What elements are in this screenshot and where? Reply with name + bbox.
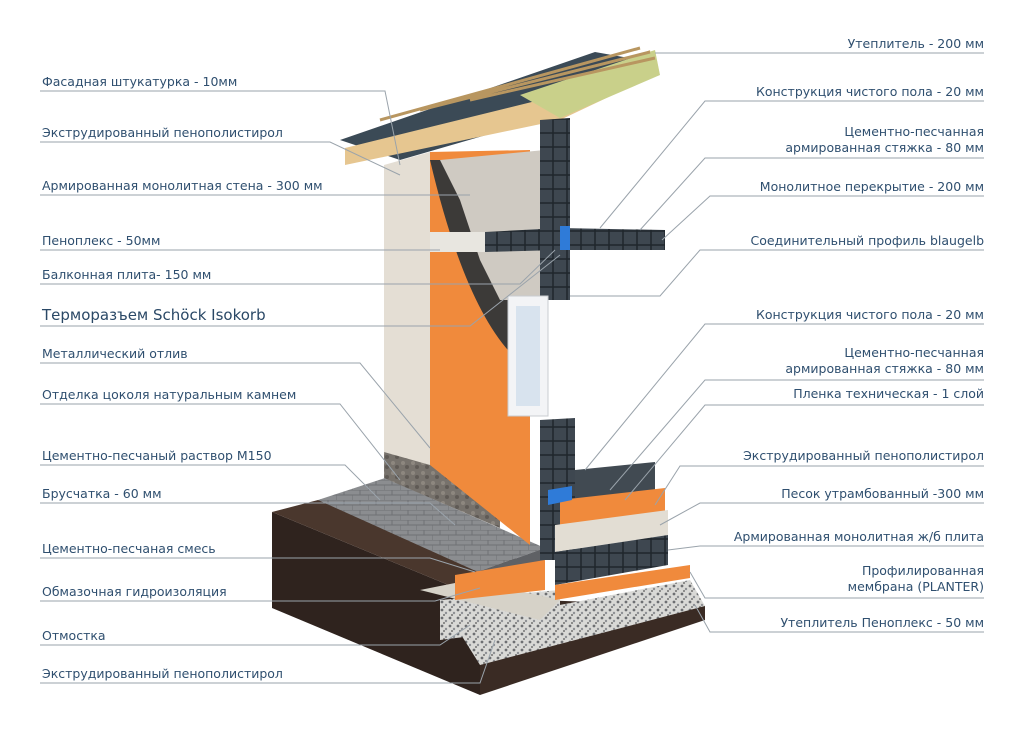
label-isokorb: Терморазъем Schöck Isokorb — [42, 306, 266, 324]
label-blind-area: Отмостка — [42, 628, 106, 643]
roof — [340, 46, 660, 165]
label-tech-film: Пленка техническая - 1 слой — [793, 386, 984, 401]
label-screed-upper: Цементно-песчанная армированная стяжка -… — [785, 124, 984, 155]
label-finish-floor-lower: Конструкция чистого пола - 20 мм — [755, 307, 984, 322]
concrete-wall — [440, 150, 545, 300]
label-finish-floor-upper: Конструкция чистого пола - 20 мм — [755, 84, 984, 99]
label-compacted-sand: Песок утрамбованный -300 мм — [781, 486, 984, 501]
label-xps-right: Экструдированный пенополистирол — [743, 448, 984, 463]
leader-lines — [40, 52, 984, 684]
label-penoplex-50: Утеплитель Пеноплекс - 50 мм — [780, 615, 984, 630]
label-paving: Брусчатка - 60 мм — [42, 486, 162, 501]
label-metal-flashing: Металлический отлив — [42, 346, 188, 361]
label-rc-slab: Армированная монолитная ж/б плита — [733, 529, 984, 544]
window — [507, 295, 549, 417]
floor-slab-upper — [430, 226, 665, 252]
label-insulation-200: Утеплитель - 200 мм — [847, 36, 984, 51]
label-mortar: Цементно-песчаный раствор М150 — [42, 448, 272, 463]
interior-column — [540, 118, 570, 300]
paving — [318, 478, 545, 600]
label-waterproofing: Обмазочная гидроизоляция — [42, 584, 227, 599]
label-monolithic-floor: Монолитное перекрытие - 200 мм — [759, 179, 984, 194]
label-xps-lower: Экструдированный пенополистирол — [42, 666, 283, 681]
label-sand-cement-mix: Цементно-песчаная смесь — [42, 541, 216, 556]
label-monolithic-wall: Армированная монолитная стена - 300 мм — [42, 178, 323, 193]
label-screed-lower: Цементно-песчанная армированная стяжка -… — [785, 345, 984, 376]
label-planter-membrane: Профилированная мембрана (PLANTER) — [847, 563, 984, 594]
ground-floor-slab — [548, 462, 690, 600]
label-penoplex: Пеноплекс - 50мм — [42, 233, 161, 248]
label-balcony-slab: Балконная плита- 150 мм — [42, 267, 212, 282]
label-blaugelb-profile: Соединительный профиль blaugelb — [750, 233, 984, 248]
label-xps-upper: Экструдированный пенополистирол — [42, 125, 283, 140]
label-stone-plinth: Отделка цоколя натуральным камнем — [42, 387, 297, 402]
label-facade-plaster: Фасадная штукатурка - 10мм — [42, 74, 238, 89]
stone-plinth — [384, 448, 500, 528]
facade-plaster — [384, 152, 430, 465]
